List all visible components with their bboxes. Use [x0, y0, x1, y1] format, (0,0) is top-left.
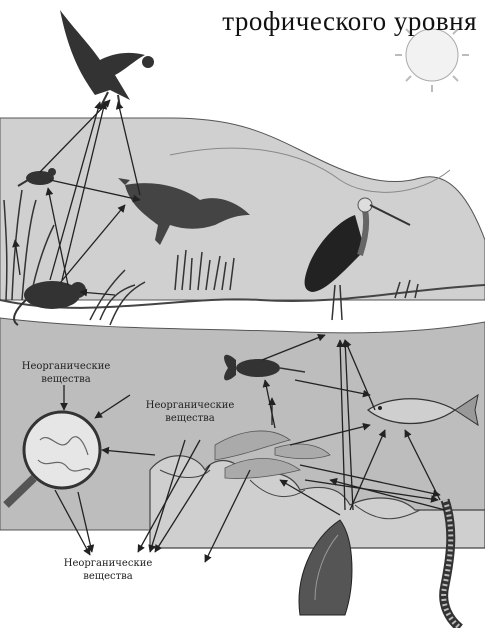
- svg-text:вещества: вещества: [41, 374, 91, 385]
- svg-text:Неорганические: Неорганические: [64, 558, 153, 569]
- header-text: трофического уровня: [222, 6, 477, 37]
- svg-text:вещества: вещества: [83, 571, 133, 582]
- svg-text:Неорганические: Неорганические: [146, 400, 235, 411]
- svg-text:Неорганические: Неорганические: [22, 361, 111, 372]
- label-inorganic-bottom: Неорганические вещества: [64, 558, 153, 582]
- svg-text:вещества: вещества: [165, 413, 215, 424]
- eagle-icon: [60, 10, 154, 108]
